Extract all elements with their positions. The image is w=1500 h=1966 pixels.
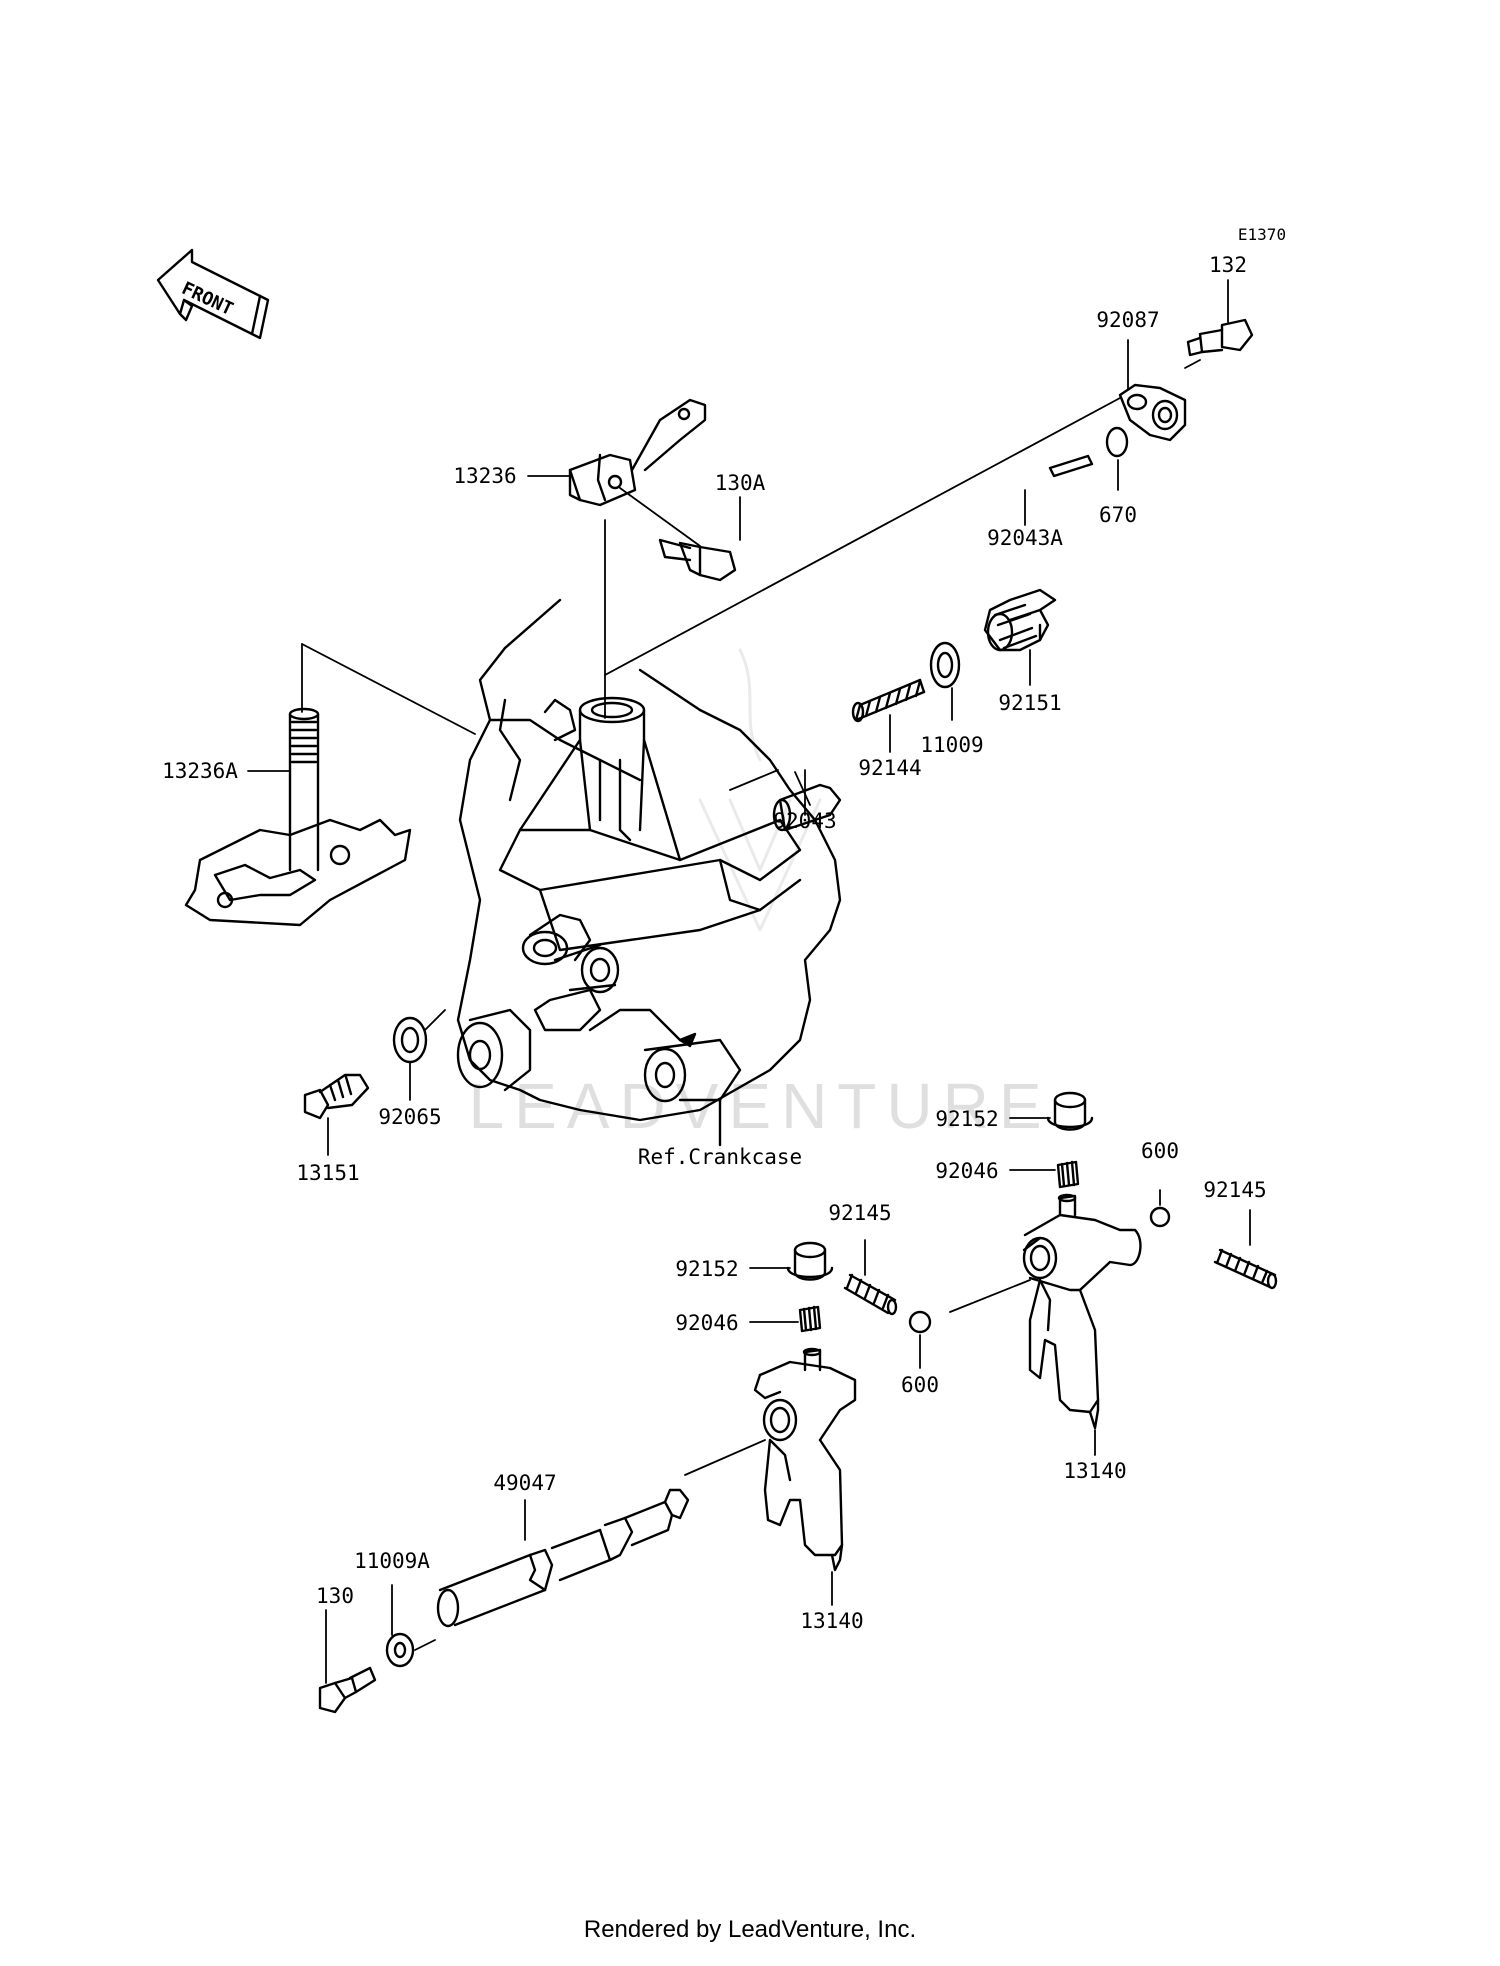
label-92065: 92065 bbox=[378, 1105, 441, 1129]
shift-lever-13236 bbox=[568, 398, 707, 507]
label-92144: 92144 bbox=[858, 756, 921, 780]
label-13236: 13236 bbox=[453, 464, 516, 488]
ball-600-b bbox=[908, 1310, 932, 1334]
label-92145-b: 92145 bbox=[828, 1201, 891, 1225]
label-92151: 92151 bbox=[998, 691, 1061, 715]
shift-shaft-13236A bbox=[184, 707, 412, 927]
label-13140-right: 13140 bbox=[1063, 1459, 1126, 1483]
label-92043: 92043 bbox=[773, 809, 836, 833]
label-13236A: 13236A bbox=[162, 759, 238, 783]
leader-lines bbox=[247, 279, 1251, 1684]
bolt-130 bbox=[318, 1666, 377, 1714]
label-92145-a: 92145 bbox=[1203, 1178, 1266, 1202]
footer-credit: Rendered by LeadVenture, Inc. bbox=[583, 1916, 917, 1943]
part-labels: 132 92087 13236 130A 92043A 670 92151 11… bbox=[162, 253, 1267, 1633]
bushing-92152-b bbox=[786, 1241, 834, 1281]
ball-600-a bbox=[1149, 1206, 1171, 1228]
label-ref-crankcase: Ref.Crankcase bbox=[638, 1145, 802, 1169]
label-600-b: 600 bbox=[901, 1373, 939, 1397]
spring-92144 bbox=[851, 678, 926, 723]
bearing-92046-a bbox=[1056, 1160, 1080, 1189]
washer-92065 bbox=[392, 1016, 428, 1064]
pin-92043 bbox=[772, 783, 842, 832]
bushing-92152-a bbox=[1046, 1091, 1094, 1131]
pin-92043A bbox=[1048, 454, 1094, 478]
shaft-49047 bbox=[436, 1488, 690, 1628]
label-132: 132 bbox=[1209, 253, 1247, 277]
spring-92145-a bbox=[1213, 1248, 1278, 1290]
crankcase-outline bbox=[456, 598, 842, 1122]
bracket-92087 bbox=[1118, 383, 1187, 442]
o-ring-670 bbox=[1105, 426, 1129, 458]
label-92152-a: 92152 bbox=[935, 1107, 998, 1131]
label-670: 670 bbox=[1099, 503, 1137, 527]
washer-11009 bbox=[929, 641, 961, 689]
bolt-132 bbox=[1186, 318, 1254, 357]
label-49047: 49047 bbox=[493, 1471, 556, 1495]
diagram-code: E1370 bbox=[1238, 225, 1286, 244]
label-92043A: 92043A bbox=[987, 526, 1063, 550]
label-13140-left: 13140 bbox=[800, 1609, 863, 1633]
plug-92151 bbox=[983, 588, 1057, 652]
shift-fork-13140-right bbox=[1022, 1193, 1142, 1430]
bolt-13151 bbox=[303, 1073, 370, 1120]
front-arrow-icon bbox=[156, 248, 270, 340]
spring-92145-b bbox=[843, 1273, 898, 1316]
label-92087: 92087 bbox=[1096, 308, 1159, 332]
bearing-92046-b bbox=[798, 1305, 822, 1333]
label-130: 130 bbox=[316, 1584, 354, 1608]
label-92152-b: 92152 bbox=[675, 1257, 738, 1281]
watermark-text: LEADVENTURE bbox=[469, 1070, 1052, 1142]
label-13151: 13151 bbox=[296, 1161, 359, 1185]
shift-fork-13140-left bbox=[753, 1347, 857, 1572]
label-130A: 130A bbox=[715, 471, 766, 495]
bolt-130A bbox=[658, 538, 737, 582]
label-92046-b: 92046 bbox=[675, 1311, 738, 1335]
label-600-a: 600 bbox=[1141, 1139, 1179, 1163]
label-92046-a: 92046 bbox=[935, 1159, 998, 1183]
leadventure-watermark: LEADVENTURE bbox=[469, 648, 1052, 1142]
washer-11009A bbox=[385, 1632, 415, 1668]
label-11009: 11009 bbox=[920, 733, 983, 757]
label-11009A: 11009A bbox=[354, 1549, 430, 1573]
